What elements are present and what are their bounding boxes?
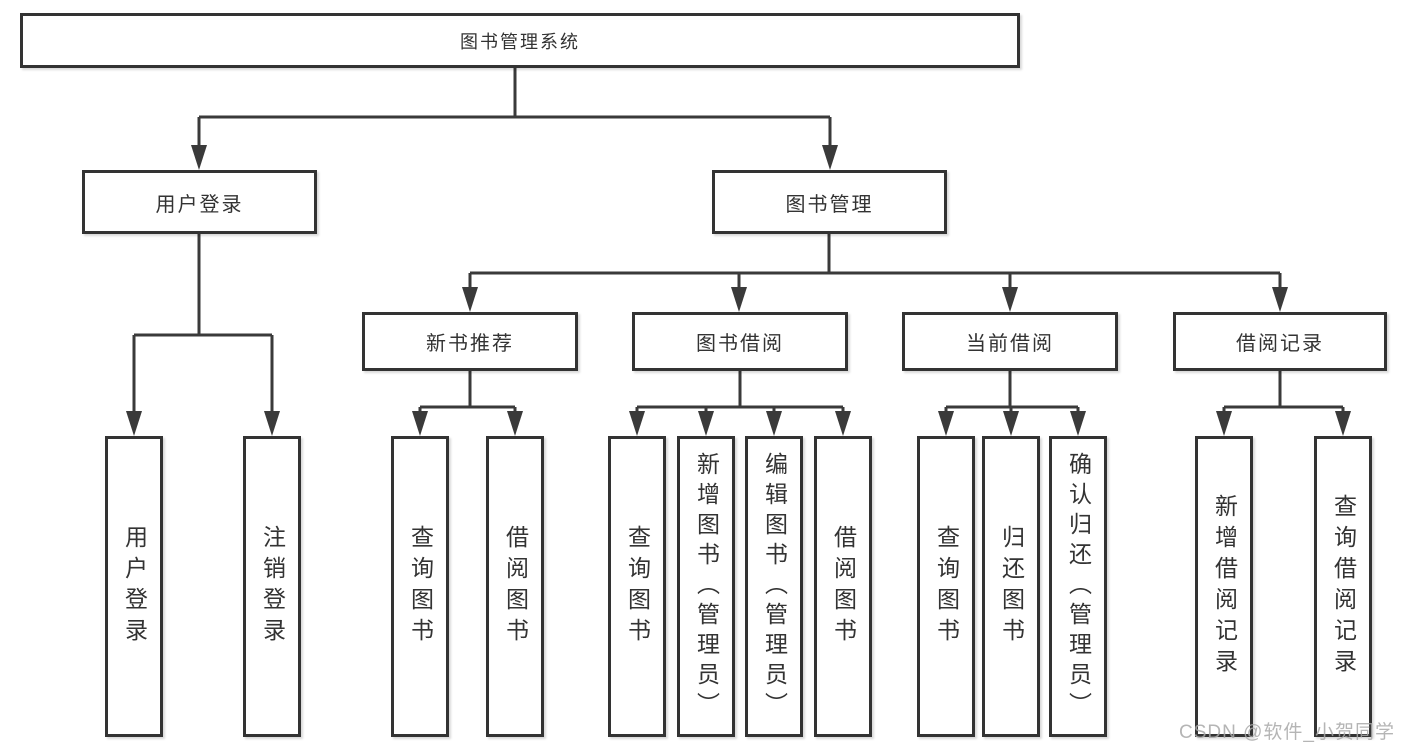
leaf-query-borrow-record: 查询借阅记录: [1314, 436, 1372, 737]
node-book-borrowing: 图书借阅: [632, 312, 848, 371]
node-current-borrowing: 当前借阅: [902, 312, 1118, 371]
arrowheads: [126, 145, 1351, 436]
leaf-add-books-admin: 新增图书（管理员）: [677, 436, 735, 737]
leaf-borrow-books-recommendation: 借阅图书: [486, 436, 544, 737]
node-user-login: 用户登录: [82, 170, 317, 234]
leaf-query-books-recommendation: 查询图书: [391, 436, 449, 737]
leaf-return-books: 归还图书: [982, 436, 1040, 737]
leaf-confirm-return-admin: 确认归还（管理员）: [1049, 436, 1107, 737]
leaf-user-login: 用户登录: [105, 436, 163, 737]
node-new-book-recommendation: 新书推荐: [362, 312, 578, 371]
leaf-borrow-books-borrowing: 借阅图书: [814, 436, 872, 737]
node-book-management: 图书管理: [712, 170, 947, 234]
node-library-management-system: 图书管理系统: [20, 13, 1020, 68]
leaf-query-books-current: 查询图书: [917, 436, 975, 737]
leaf-edit-books-admin: 编辑图书（管理员）: [745, 436, 803, 737]
csdn-watermark: CSDN @软件_小贺同学: [1179, 722, 1395, 743]
leaf-add-borrow-record: 新增借阅记录: [1195, 436, 1253, 737]
leaf-logout-login: 注销登录: [243, 436, 301, 737]
node-borrowing-records: 借阅记录: [1173, 312, 1387, 371]
leaf-query-books-borrowing: 查询图书: [608, 436, 666, 737]
